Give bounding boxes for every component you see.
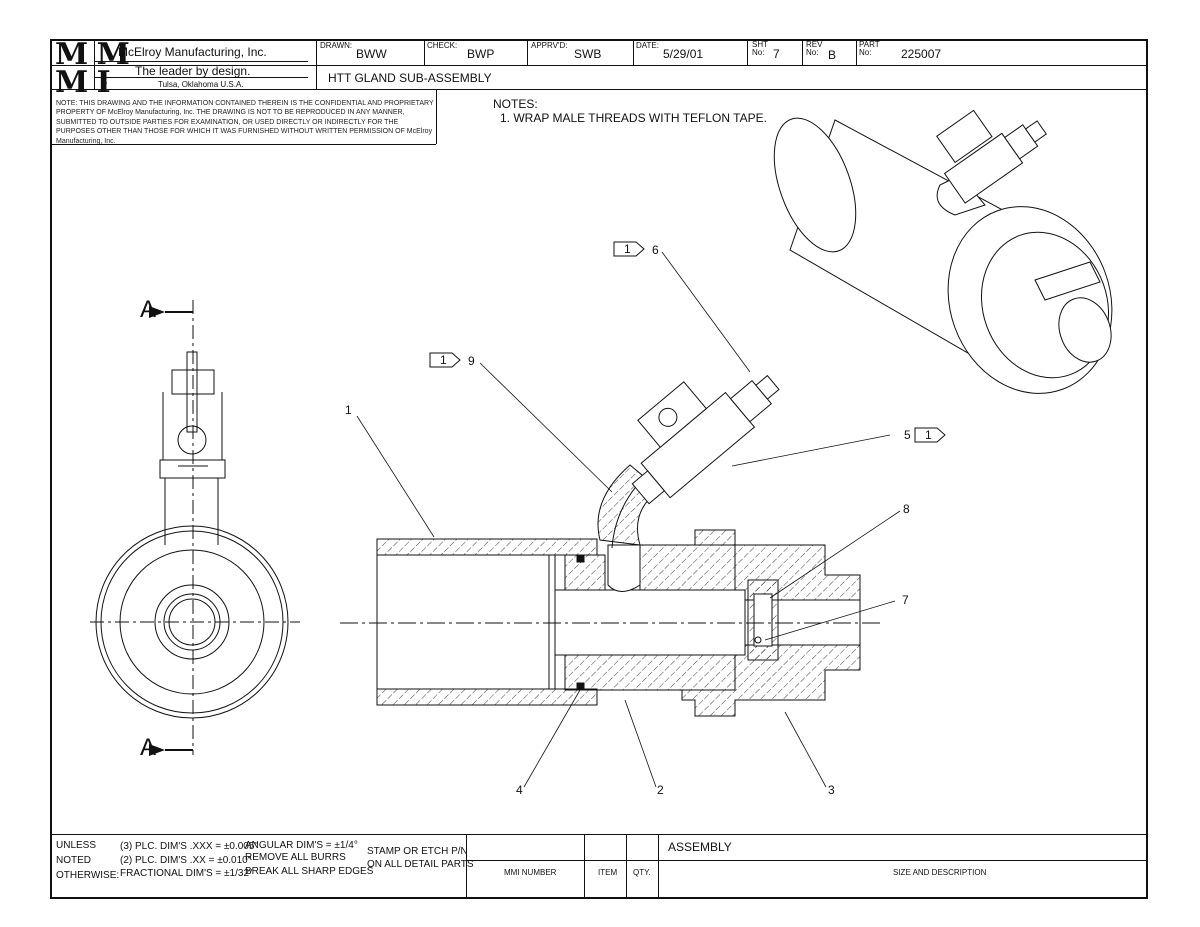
drawn-label: DRAWN: [320,41,353,50]
date-label: DATE: [636,41,659,50]
callout-2: 2 [657,783,664,797]
note-flag-6: 1 [624,242,631,256]
copyright-icon: © [101,79,107,88]
sheet-value: 7 [773,47,780,61]
drawn-value: BWW [356,47,387,61]
tolerance-3plc: (3) PLC. DIM'S .XXX = ±0.005" [120,841,258,852]
rev-value: B [828,48,837,62]
qty-header: QTY. [633,868,651,877]
remove-burrs: REMOVE ALL BURRS [245,852,346,863]
section-view [340,374,880,717]
notes-heading: NOTES: [493,97,538,111]
check-value: BWP [467,47,495,61]
size-description-header: SIZE AND DESCRIPTION [893,868,987,877]
section-label-top: A [140,296,157,323]
item-header: ITEM [598,868,618,877]
approved-value: SWB [574,47,602,61]
company-location: Tulsa, Oklahoma U.S.A. [158,80,244,89]
drawing-title: HTT GLAND SUB-ASSEMBLY [328,71,492,85]
break-edges: BREAK ALL SHARP EDGES [245,866,374,877]
tagline: The leader by design. [135,64,251,78]
approved-label: APPRV'D: [531,41,568,50]
noted-label: NOTED [56,855,91,866]
otherwise-label: OTHERWISE: [56,870,120,881]
tolerance-angular: ANGULAR DIM'S = ±1/4° [245,840,358,851]
company-name: McElroy Manufacturing, Inc. [118,45,267,59]
note-flag-9: 1 [440,353,447,367]
callout-3: 3 [828,783,835,797]
part-value: 225007 [901,47,942,61]
confidentiality-notice: NOTE: THIS DRAWING AND THE INFORMATION C… [56,100,434,145]
note-item-1: 1. WRAP MALE THREADS WITH TEFLON TAPE. [500,111,767,125]
callout-6: 6 [652,243,659,257]
check-label: CHECK: [427,41,458,50]
callout-4: 4 [516,783,523,797]
callout-5: 5 [904,428,911,442]
leader-lines [356,251,901,788]
section-label-bottom: A [140,734,157,761]
end-view [90,300,300,756]
callout-8: 8 [903,502,910,516]
drawing-frame [50,39,1148,899]
callout-1: 1 [345,403,352,417]
mmi-logo: M M M I [55,37,130,100]
note-flag-5: 1 [925,428,932,442]
assembly-label: ASSEMBLY [668,840,732,854]
mmi-number-header: MMI NUMBER [504,868,557,877]
isometric-view [773,109,1113,394]
tolerance-fractional: FRACTIONAL DIM'S = ±1/32" [120,868,253,879]
part-label: PART No: [859,40,880,57]
callout-7: 7 [902,593,909,607]
callout-flags [429,241,946,443]
tolerance-2plc: (2) PLC. DIM'S .XX = ±0.010" [120,855,252,866]
stamp-line-2: ON ALL DETAIL PARTS [367,859,474,870]
date-value: 5/29/01 [663,47,704,61]
stamp-line-1: STAMP OR ETCH P/N [367,846,468,857]
unless-label: UNLESS [56,840,97,851]
sheet-label: SHT No: [752,40,768,57]
callout-9: 9 [468,354,475,368]
rev-label: REV No: [806,40,823,57]
